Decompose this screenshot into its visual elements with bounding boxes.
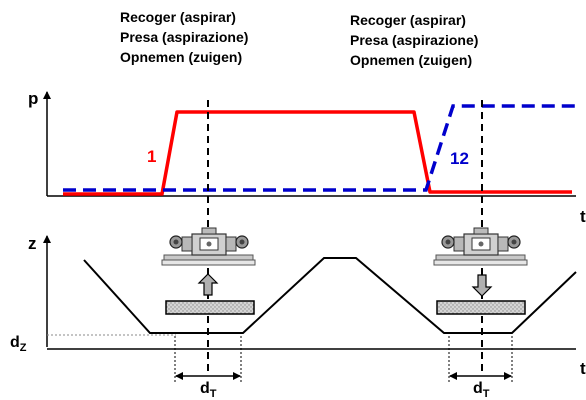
caption-left: Recoger (aspirar) Presa (aspirazione) Op… [120,9,248,65]
p-axis-label: p [28,89,38,108]
workpiece-left [165,300,255,315]
workpiece-right [436,300,526,315]
red-curve-label: 1 [147,147,156,166]
vacuum-gripper-left-icon [161,227,256,266]
blue-curve-label: 12 [450,149,469,168]
caption-right-line-3: Opnemen (zuigen) [350,52,472,68]
vacuum-gripper-right-icon [433,227,528,266]
dt-left-label: dT [200,380,217,400]
caption-left-line-3: Opnemen (zuigen) [120,49,242,65]
caption-right-line-1: Recoger (aspirar) [350,12,466,28]
dt-right-label: dT [473,380,490,400]
t-axis-top-label: t [580,207,586,226]
z-trajectory [83,257,577,334]
dz-label: dZ [10,334,27,354]
up-arrow-icon [197,273,219,296]
z-axis-label: z [28,234,37,253]
caption-right-line-2: Presa (aspirazione) [350,32,478,48]
height-plot: z t dZ dT dT [10,234,586,400]
red-vacuum-curve [63,110,572,196]
t-axis-bottom-label: t [580,359,586,378]
pressure-plot: p t 1 12 [28,89,586,226]
caption-left-line-2: Presa (aspirazione) [120,29,248,45]
blue-dashed-curve [63,104,576,192]
caption-left-line-1: Recoger (aspirar) [120,9,236,25]
caption-right: Recoger (aspirar) Presa (aspirazione) Op… [350,12,478,68]
down-arrow-icon [471,274,493,297]
